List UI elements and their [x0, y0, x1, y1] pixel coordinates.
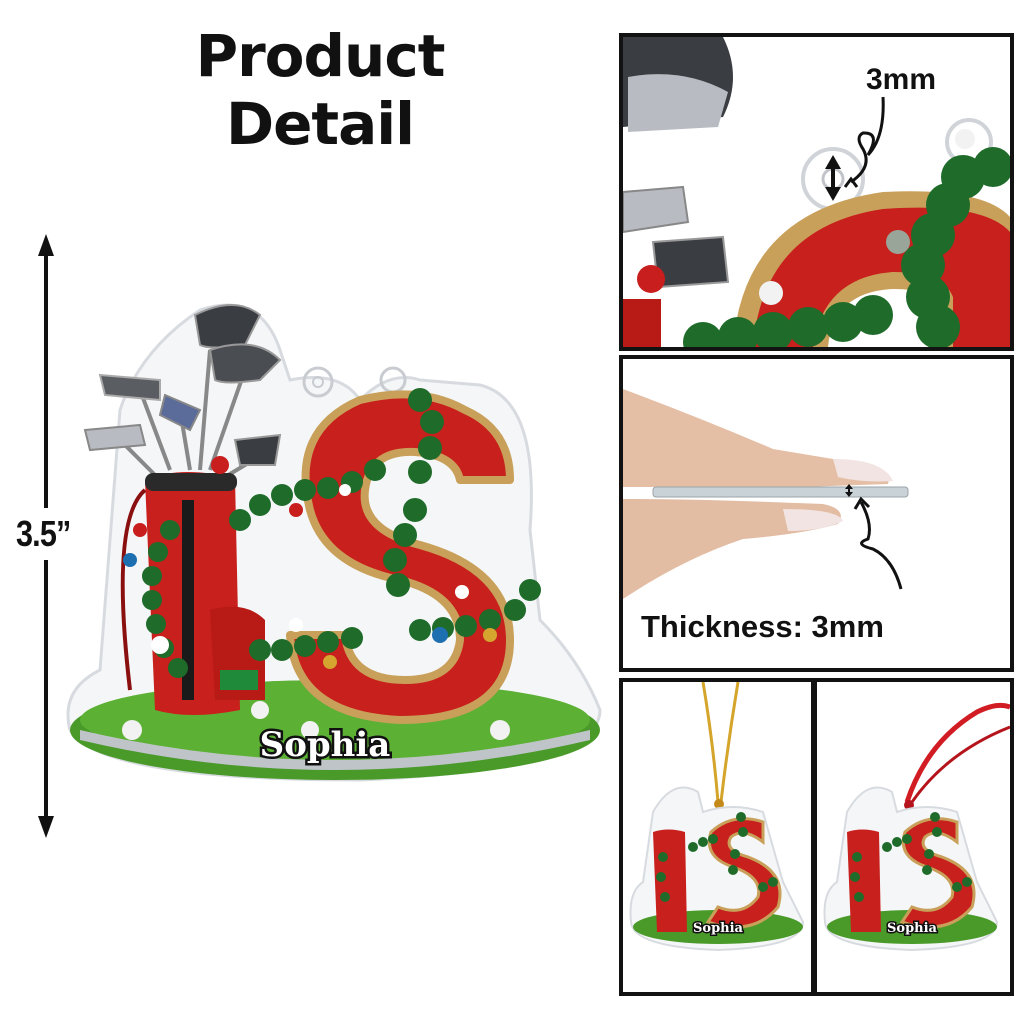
hole-size-label: 3mm: [866, 63, 937, 96]
thickness-label: Thickness: 3mm: [641, 609, 884, 644]
height-dimension-label: 3.5”: [16, 508, 76, 560]
main-ornament-image: Sophia: [66, 303, 602, 782]
thickness-hand-image: [623, 389, 909, 599]
double-arrow-vertical-icon: [825, 155, 841, 201]
hole-detail-panel: 3mm: [619, 33, 1014, 351]
thickness-detail-panel: Thickness: 3mm: [619, 355, 1014, 672]
ornament-red-ribbon-image: Sophia: [823, 702, 1010, 952]
page-title: Product Detail: [195, 22, 446, 158]
red-ribbon-variant-panel: Sophia: [813, 678, 1014, 996]
ornament-gold-string-image: Sophia: [629, 682, 805, 952]
hole-closeup-image: [623, 37, 1010, 347]
double-arrow-vertical-icon: [845, 484, 853, 497]
ornament-name-text: Sophia: [693, 921, 744, 936]
ornament-name-text: Sophia: [260, 725, 391, 765]
ornament-name-text: Sophia: [887, 921, 938, 936]
hanging-hole: [302, 366, 334, 398]
gold-string-variant-panel: Sophia: [619, 678, 815, 996]
